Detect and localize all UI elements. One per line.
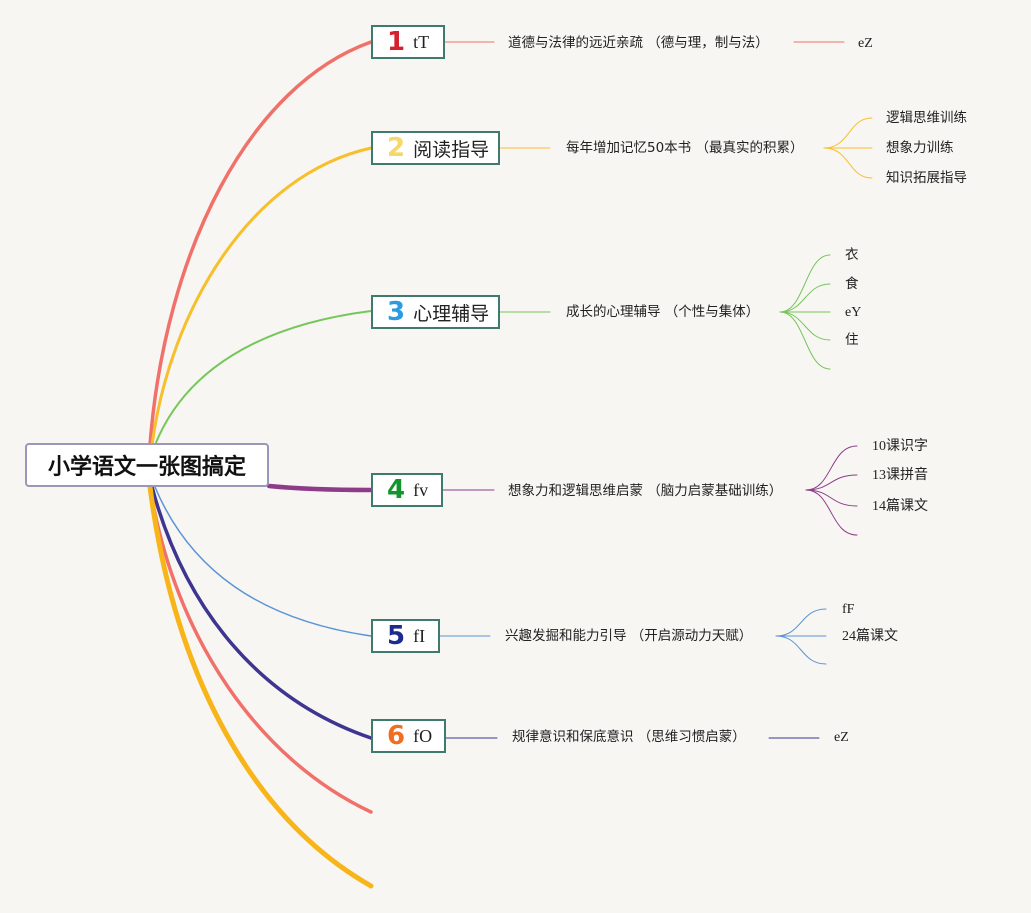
branch-label-3: 成长的心理辅导 （个性与集体） (566, 304, 760, 320)
topic-label-3: 心理辅导 (413, 302, 490, 325)
root-title: 小学语文一张图搞定 (47, 455, 246, 480)
leaf-3-2: 食 (845, 276, 859, 292)
root-curve-extra-2 (147, 484, 374, 889)
topic-label-5: fI (413, 625, 426, 646)
leaf-3-4: 住 (845, 332, 859, 348)
topic-node-4[interactable]: 4 fv (371, 473, 443, 507)
root-curve-2 (150, 146, 373, 447)
leaf-5-2: 24篇课文 (842, 629, 898, 644)
topic-node-2[interactable]: 2 阅读指导 (371, 131, 500, 165)
topic-number-1: 1 (387, 27, 406, 57)
leaf-3-3: eY (845, 305, 862, 320)
root-curve-6 (150, 485, 373, 740)
leaf-4-2: 13课拼音 (872, 468, 928, 483)
root-curve-4 (266, 483, 374, 493)
branch-label-4: 想象力和逻辑思维启蒙 （脑力启蒙基础训练） (508, 483, 783, 499)
topic-number-2: 2 (387, 133, 406, 163)
leaf-3-1: 衣 (845, 247, 859, 263)
root-curve-extra-1 (148, 485, 373, 814)
leaf-line-4-4 (805, 489, 858, 536)
leaf-2-1: 逻辑思维训练 (886, 110, 967, 126)
leaf-line-3-4 (779, 311, 831, 341)
leaf-line-4-3 (805, 489, 858, 507)
leaf-4-1: 10课识字 (872, 439, 928, 454)
topic-node-3[interactable]: 3 心理辅导 (371, 295, 500, 329)
topic-label-2: 阅读指导 (413, 138, 490, 161)
leaf-line-2-3 (823, 147, 873, 179)
branch-label-5: 兴趣发掘和能力引导 （开启源动力天赋） (505, 628, 753, 644)
leaf-line-5-1 (775, 608, 827, 637)
root-curve-1 (148, 40, 373, 447)
leaf-2-2: 想象力训练 (886, 140, 954, 156)
topic-node-5[interactable]: 5 fI (371, 619, 440, 653)
topic-number-6: 6 (387, 721, 406, 751)
topic-number-3: 3 (387, 297, 406, 327)
leaf-5-1: fF (842, 602, 855, 617)
topic-label-6: fO (413, 725, 433, 746)
branch-label-6: 规律意识和保底意识 （思维习惯启蒙） (512, 729, 746, 745)
topic-label-1: tT (413, 31, 430, 52)
topic-number-4: 4 (387, 475, 406, 505)
root-curve-3 (154, 310, 372, 446)
branch-label-2: 每年增加记忆50本书 （最真实的积累） (566, 140, 804, 156)
topic-label-4: fv (413, 479, 429, 500)
topic-number-5: 5 (387, 621, 406, 651)
topic-node-6[interactable]: 6 fO (371, 719, 446, 753)
leaf-line-4-1 (805, 445, 858, 491)
root-curve-5 (154, 486, 372, 637)
topic-node-1[interactable]: 1 tT (371, 25, 445, 59)
leaf-line-3-1 (779, 254, 831, 313)
leaf-1-1: eZ (858, 36, 873, 51)
leaf-line-4-2 (805, 474, 858, 491)
branch-label-1: 道德与法律的远近亲疏 （德与理，制与法） (508, 35, 769, 51)
leaf-line-2-1 (823, 117, 873, 149)
leaf-line-3-5 (779, 311, 831, 370)
leaf-line-5-3 (775, 635, 827, 665)
leaf-6-1: eZ (834, 730, 849, 745)
leaf-2-3: 知识拓展指导 (886, 170, 967, 186)
root-node[interactable]: 小学语文一张图搞定 (25, 443, 269, 487)
leaf-4-3: 14篇课文 (872, 499, 928, 514)
leaf-line-3-2 (779, 283, 831, 313)
